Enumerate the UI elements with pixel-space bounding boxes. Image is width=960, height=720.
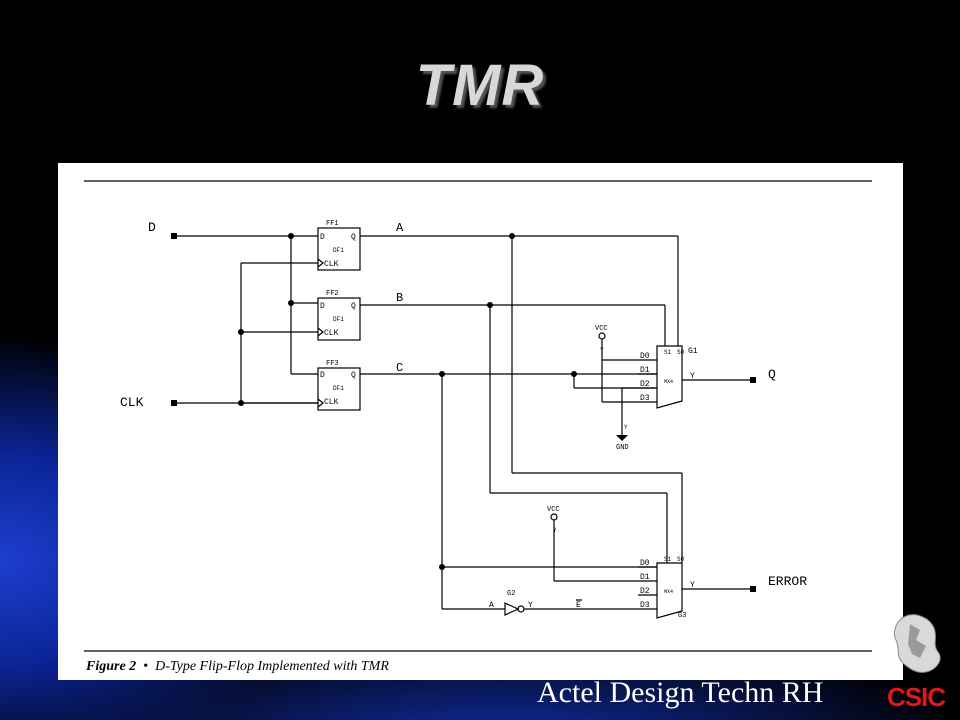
flipflop-ff1: FF1 D Q DF1 CLK xyxy=(317,220,361,271)
svg-text:D3: D3 xyxy=(640,394,650,403)
g3-power: VCC Y xyxy=(547,506,638,582)
svg-text:Y: Y xyxy=(553,527,557,534)
svg-text:FF3: FF3 xyxy=(326,360,339,368)
svg-text:G3: G3 xyxy=(678,612,686,620)
svg-text:D2: D2 xyxy=(640,380,650,389)
svg-text:A: A xyxy=(396,221,404,235)
flipflop-ff2: FF2 D Q DF1 CLK xyxy=(317,290,361,341)
svg-text:Q: Q xyxy=(768,367,776,382)
svg-text:D1: D1 xyxy=(640,366,650,375)
svg-text:Y: Y xyxy=(528,601,533,610)
footer-text: Actel Design Techn RH xyxy=(537,676,824,709)
svg-text:VCC: VCC xyxy=(595,325,608,333)
svg-text:G2: G2 xyxy=(507,590,515,598)
svg-text:Q: Q xyxy=(351,371,356,380)
mux-g3: D0 D1 D2 D3 S1 S0 G3 MX4 Y ERROR xyxy=(638,556,807,620)
svg-text:FF1: FF1 xyxy=(326,220,339,228)
svg-text:GND: GND xyxy=(616,444,629,452)
svg-text:DF1: DF1 xyxy=(333,385,344,392)
figure-caption: Figure 2 • D-Type Flip-Flop Implemented … xyxy=(86,659,389,675)
csic-emblem-icon xyxy=(893,614,941,673)
svg-text:D3: D3 xyxy=(640,601,650,610)
svg-text:D: D xyxy=(320,233,325,242)
svg-text:ERROR: ERROR xyxy=(768,574,807,589)
svg-text:D0: D0 xyxy=(640,559,650,568)
svg-text:D1: D1 xyxy=(640,573,650,582)
svg-text:Q: Q xyxy=(351,233,356,242)
svg-text:S1: S1 xyxy=(664,349,672,356)
csic-logo-text: CSIC xyxy=(886,682,946,712)
svg-text:C: C xyxy=(396,361,403,375)
svg-text:D: D xyxy=(320,371,325,380)
svg-text:VCC: VCC xyxy=(547,506,560,514)
svg-text:FF2: FF2 xyxy=(326,290,339,298)
svg-text:CLK: CLK xyxy=(324,260,339,269)
net-c: C xyxy=(360,361,657,610)
svg-text:S0: S0 xyxy=(677,349,685,356)
svg-text:Y: Y xyxy=(690,372,695,381)
input-d: D xyxy=(148,220,318,239)
svg-text:Y: Y xyxy=(690,581,695,590)
svg-text:B: B xyxy=(396,291,403,305)
svg-text:DF1: DF1 xyxy=(333,247,344,254)
svg-text:CLK: CLK xyxy=(120,395,144,410)
slide-title: TMR xyxy=(415,53,545,118)
svg-text:E: E xyxy=(576,601,581,610)
svg-text:S0: S0 xyxy=(677,556,685,563)
svg-text:Y: Y xyxy=(624,424,628,431)
svg-text:CLK: CLK xyxy=(324,398,339,407)
svg-text:DF1: DF1 xyxy=(333,316,344,323)
mux-g1: D0 D1 D2 D3 S1 S0 G1 MX4 Y Q xyxy=(638,345,776,409)
g1-power: VCC Y Y GND xyxy=(595,325,638,452)
svg-text:D: D xyxy=(320,302,325,311)
svg-text:S1: S1 xyxy=(664,556,672,563)
svg-text:MX4: MX4 xyxy=(664,589,673,595)
svg-text:D: D xyxy=(148,220,156,235)
caption-number: Figure 2 xyxy=(86,659,137,674)
inverter-g2: G2 A Y E xyxy=(489,590,638,616)
figure-panel: D CLK FF1 D Q DF1 CLK xyxy=(58,163,903,680)
svg-text:D0: D0 xyxy=(640,352,650,361)
svg-text:D2: D2 xyxy=(640,587,650,596)
svg-text:MX4: MX4 xyxy=(664,379,673,385)
svg-text:A: A xyxy=(489,601,494,610)
svg-text:G1: G1 xyxy=(688,347,698,356)
net-b: B xyxy=(360,291,668,563)
caption-text: D-Type Flip-Flop Implemented with TMR xyxy=(155,659,389,674)
circuit-diagram: D CLK FF1 D Q DF1 CLK xyxy=(84,180,872,652)
caption-separator: • xyxy=(143,659,149,674)
svg-text:CLK: CLK xyxy=(324,329,339,338)
csic-logo: CSIC xyxy=(872,610,960,720)
flipflop-ff3: FF3 D Q DF1 CLK xyxy=(317,360,361,411)
net-a: A xyxy=(360,221,683,563)
svg-text:Q: Q xyxy=(351,302,356,311)
